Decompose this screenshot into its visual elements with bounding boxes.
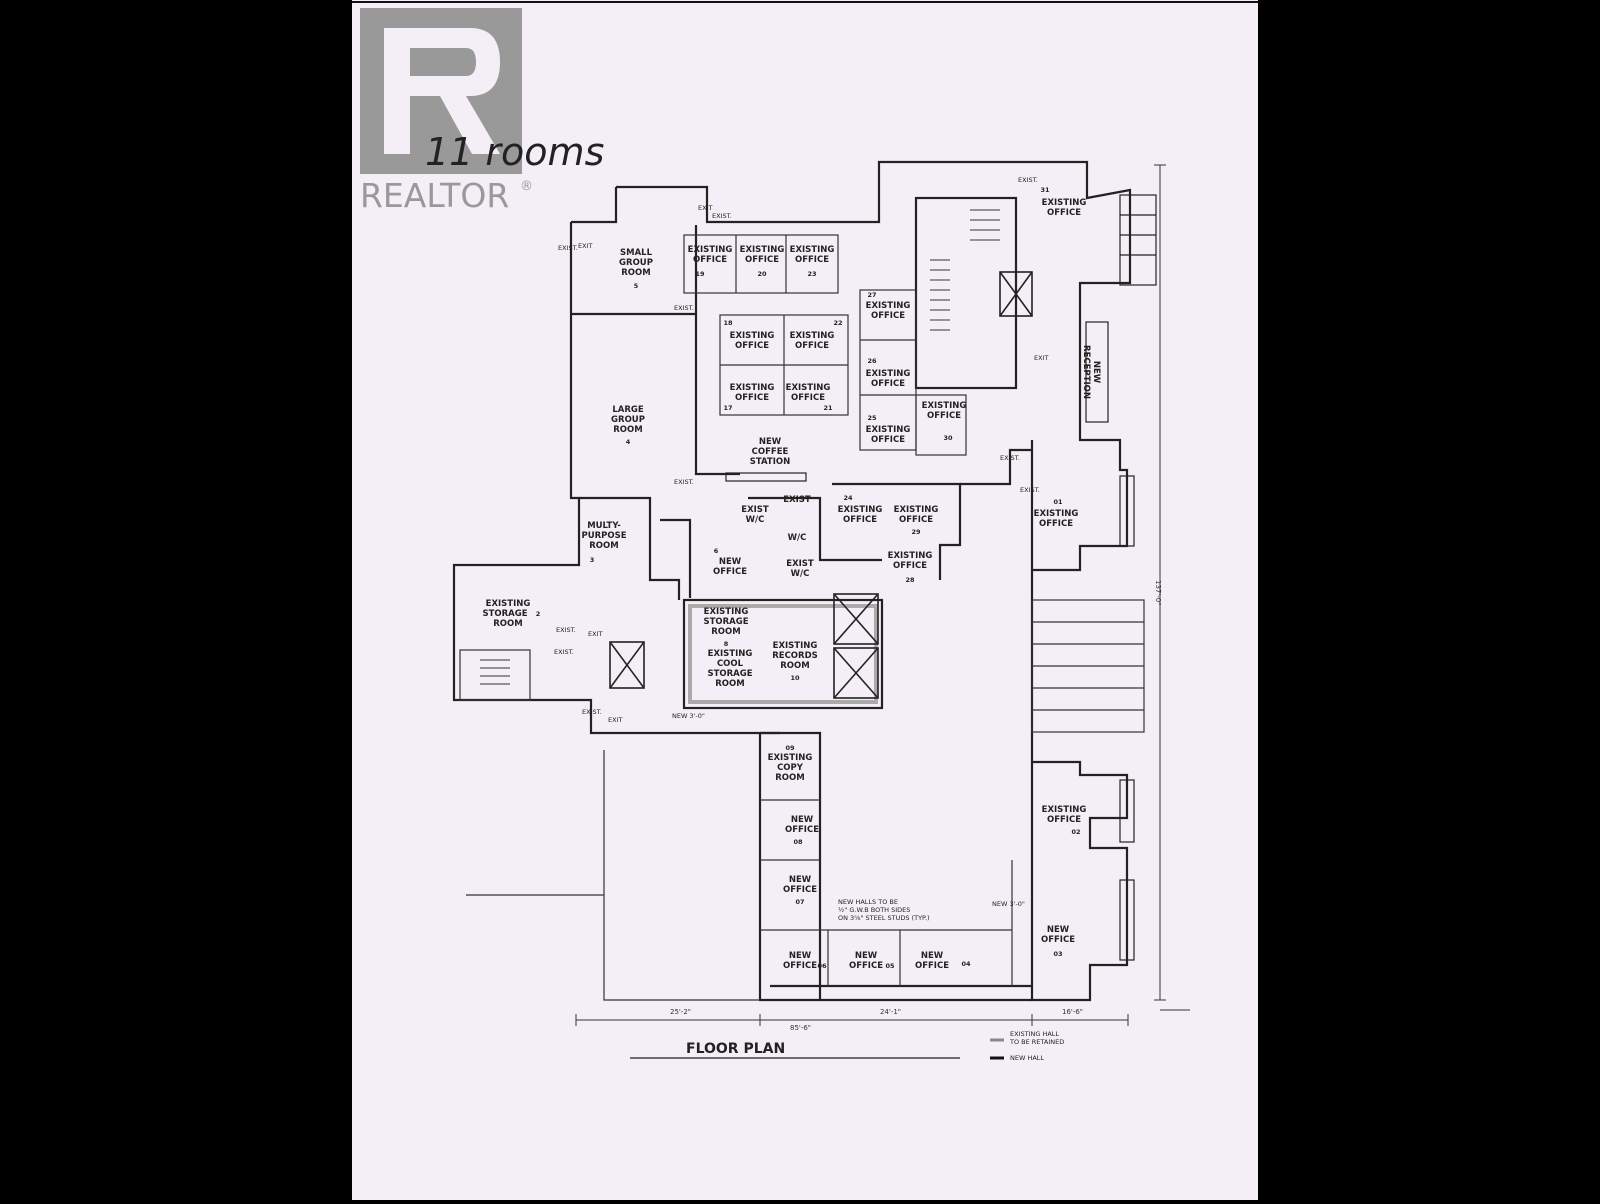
legend-new-hall: NEW HALL (1010, 1054, 1044, 1062)
registered-mark: ® (520, 179, 533, 194)
svg-text:EXIT: EXIT (1034, 354, 1048, 362)
svg-text:EXIT: EXIT (578, 242, 592, 250)
plan-title: FLOOR PLAN (686, 1041, 785, 1057)
realtor-wordmark: REALTOR (360, 176, 509, 215)
svg-text:EXIST.: EXIST. (556, 626, 576, 634)
stairs (480, 209, 1000, 685)
svg-text:EXIST.: EXIST. (582, 708, 602, 716)
svg-text:EXIST.: EXIST. (674, 478, 694, 486)
dim-16-6: 16'-6" (1062, 1008, 1083, 1016)
building-outline (452, 160, 1145, 1002)
svg-text:EXIST.: EXIST. (554, 648, 574, 656)
coffee-counter (725, 472, 807, 482)
dimension-lines (575, 164, 1190, 1026)
realtor-logo: REALTOR ® (360, 8, 533, 215)
door-tags: EXIT EXIST. EXIST. EXIT EXIST. EXIST. EX… (554, 176, 1048, 908)
dim-25-2: 25'-2" (670, 1008, 691, 1016)
elevators (609, 271, 1033, 699)
svg-text:NEW 3'-0": NEW 3'-0" (992, 900, 1025, 908)
dim-24-1: 24'-1" (880, 1008, 901, 1016)
svg-text:EXIT: EXIT (698, 204, 712, 212)
handwritten-note: 11 rooms (425, 130, 604, 174)
bay-windows (1085, 194, 1157, 961)
room-reception: NEWRECEPTION (1081, 345, 1101, 399)
svg-text:NEW 3'-0": NEW 3'-0" (672, 712, 705, 720)
svg-text:EXIST.: EXIST. (712, 212, 732, 220)
svg-text:EXIT: EXIT (608, 716, 622, 724)
svg-text:EXIST.: EXIST. (1018, 176, 1038, 184)
svg-text:EXIST.: EXIST. (1020, 486, 1040, 494)
dim-85-6: 85'-6" (790, 1024, 811, 1032)
svg-text:EXIST.: EXIST. (558, 244, 578, 252)
svg-text:EXIST.: EXIST. (1000, 454, 1020, 462)
svg-text:EXIST.: EXIST. (674, 304, 694, 312)
svg-text:EXIT: EXIT (588, 630, 602, 638)
dim-137-0: 137'-0" (1154, 580, 1162, 605)
